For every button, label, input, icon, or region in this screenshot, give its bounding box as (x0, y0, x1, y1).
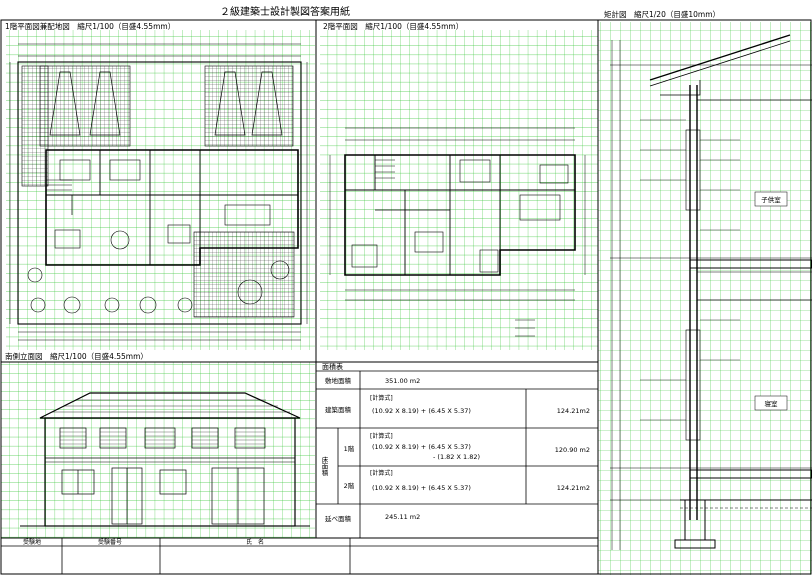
elevation-title: 南側立面図 縮尺1/100（目盛4.55mm） (5, 351, 148, 361)
total-area-label: 延べ面積 (325, 514, 352, 523)
building-formula: (10.92 X 8.19) + (6.45 X 5.37) (372, 407, 471, 415)
floor1-label: 1階 (344, 444, 355, 453)
site-area-label: 敷地面積 (325, 376, 352, 385)
elevation-grid (1, 362, 315, 538)
building-calc-label: [計算式] (370, 394, 393, 402)
area-table-title: 面積表 (322, 362, 343, 371)
section-room-upper: 子供室 (761, 195, 781, 204)
floor1-result: 120.90 m2 (555, 446, 590, 454)
south-elevation-drawing (20, 392, 310, 527)
plan2-title: 2階平面図 縮尺1/100（目盛4.55mm） (323, 21, 463, 31)
footer-grid (1, 538, 598, 574)
floor2-label: 2階 (344, 481, 355, 490)
total-area-value: 245.11 m2 (385, 513, 420, 521)
section-grid (598, 22, 812, 575)
area-table (316, 370, 598, 538)
building-result: 124.21m2 (557, 407, 590, 415)
floor2-calc-label: [計算式] (370, 469, 393, 477)
floor1-formula-1: (10.92 X 8.19) + (6.45 X 5.37) (372, 443, 471, 451)
building-area-label: 建築面積 (325, 405, 352, 414)
floor2-formula: (10.92 X 8.19) + (6.45 X 5.37) (372, 484, 471, 492)
floor2-result: 124.21m2 (557, 484, 590, 492)
floor1-calc-label: [計算式] (370, 432, 393, 440)
floor1-plan-drawing (9, 43, 308, 341)
name-label: 氏 名 (246, 538, 264, 546)
floor2-plan-drawing (329, 127, 586, 337)
site-area-value: 351.00 m2 (385, 377, 420, 385)
floor-area-label: 床面積 (320, 455, 328, 477)
floor1-formula-2: - (1.82 X 1.82) (433, 453, 480, 461)
plan1-title: 1階平面図兼配地図 縮尺1/100（目盛4.55mm） (5, 21, 175, 31)
section-room-lower: 寝室 (765, 399, 779, 408)
exam-number-label: 受験番号 (98, 538, 122, 546)
wall-section-drawing (610, 34, 812, 550)
sheet-title: ２級建築士設計製図答案用紙 (220, 5, 350, 18)
section-title: 矩計図 縮尺1/20（目盛10mm） (604, 9, 720, 19)
exam-place-label: 受験地 (23, 538, 41, 546)
